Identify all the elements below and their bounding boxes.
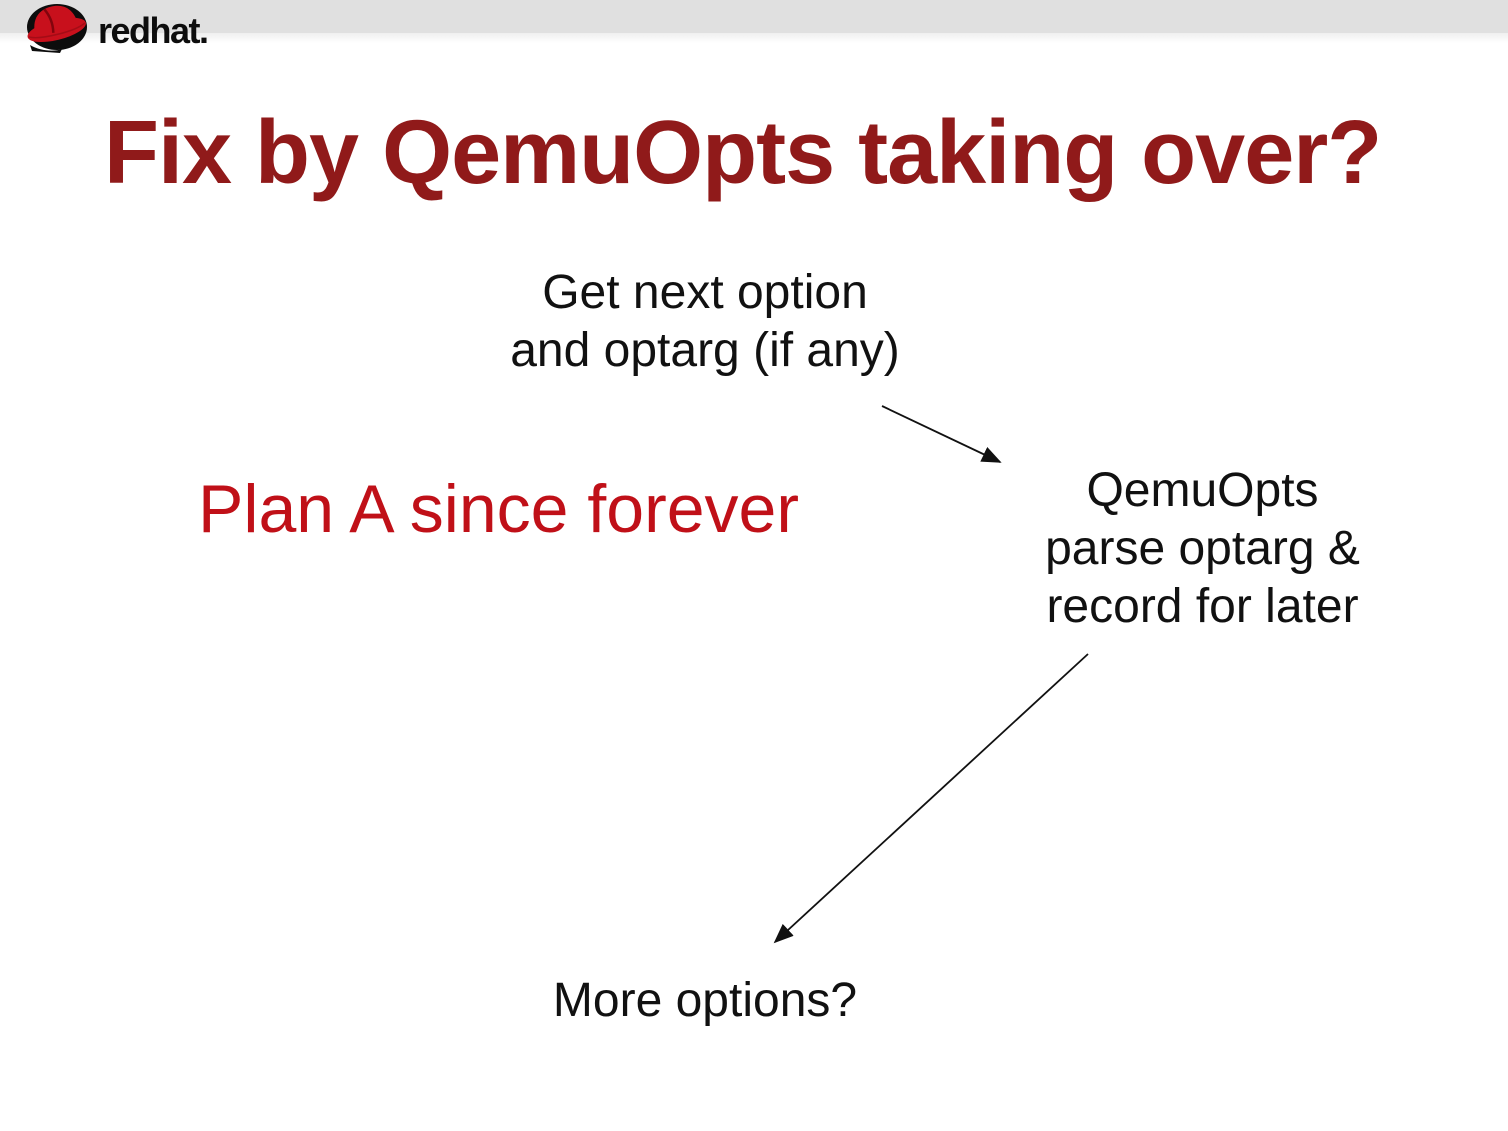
header-bar: [0, 0, 1508, 33]
redhat-wordmark: redhat.: [98, 10, 209, 53]
header-bar-fade: [0, 33, 1508, 43]
wordmark-red: red: [98, 10, 151, 51]
arrow-qemuopts-to-more: [773, 653, 1089, 944]
node-line: QemuOpts: [1086, 464, 1319, 517]
slide-title: Fix by QemuOpts taking over?: [104, 103, 1382, 203]
arrow-get-to-qemuopts: [881, 405, 1002, 463]
node-line: Get next option: [542, 266, 868, 319]
node-more-options: More options?: [552, 974, 858, 1027]
plan-a-label: Plan A since forever: [198, 471, 800, 547]
node-get-next-option: Get next option and optarg (if any): [450, 264, 960, 380]
node-line: parse optarg &: [1045, 522, 1360, 575]
wordmark-period: .: [199, 10, 209, 51]
node-qemuopts-parse: QemuOpts parse optarg & record for later: [1000, 462, 1405, 636]
wordmark-hat: hat: [149, 10, 201, 51]
redhat-fedora-icon: [27, 4, 87, 53]
node-line: and optarg (if any): [510, 324, 900, 377]
node-line: record for later: [1046, 580, 1359, 633]
redhat-logo: redhat.: [20, 1, 209, 53]
